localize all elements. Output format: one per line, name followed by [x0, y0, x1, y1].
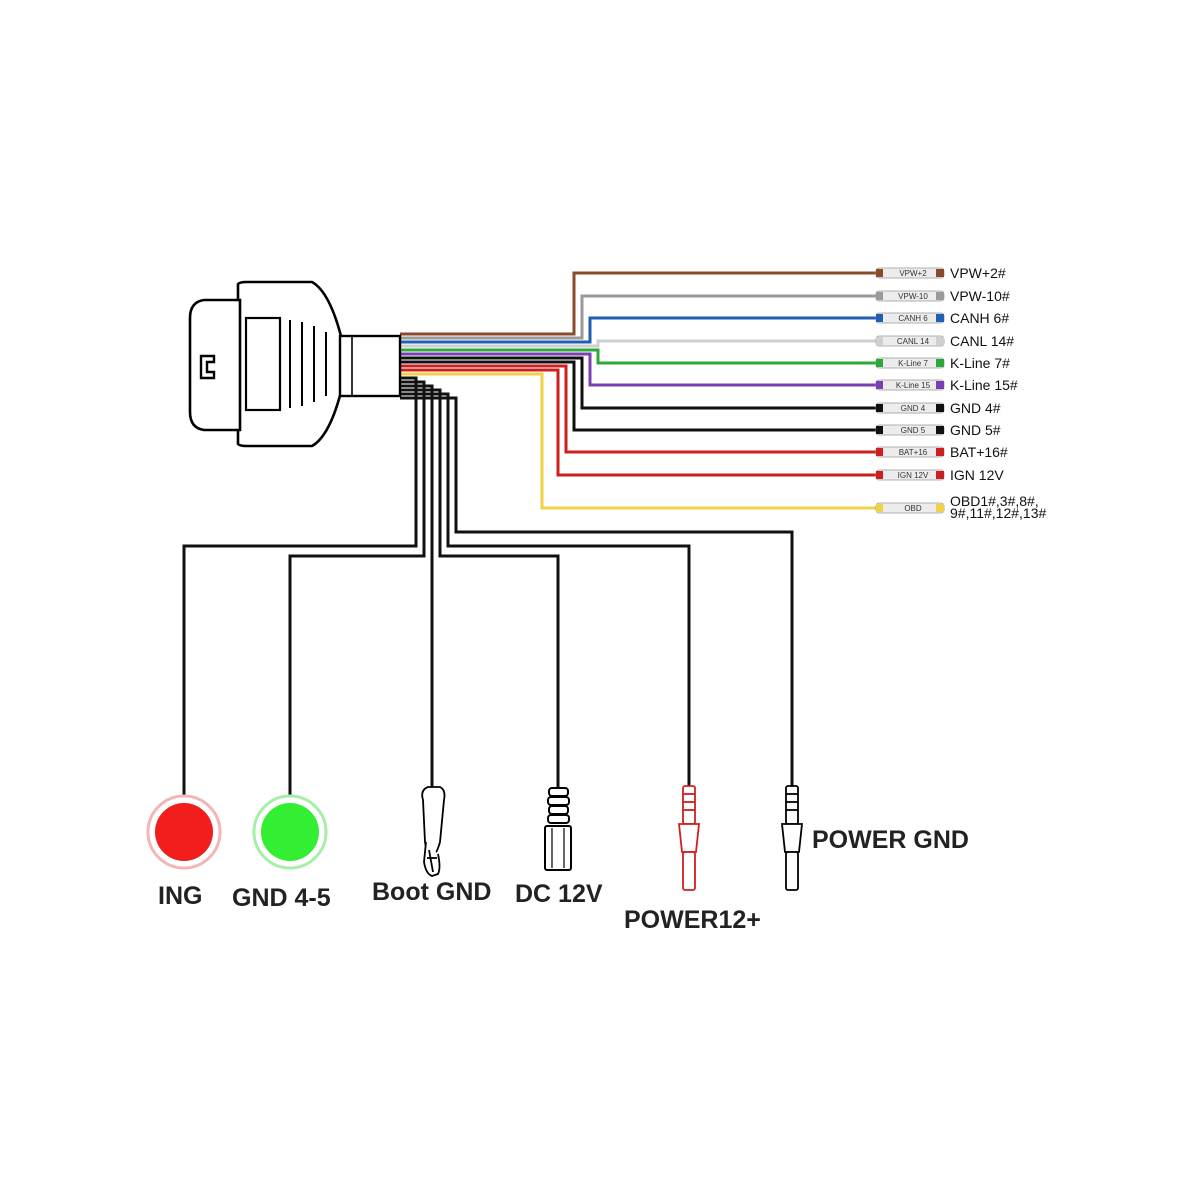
red-indicator-fill	[155, 803, 213, 861]
terminal-label-boot-gnd: Boot GND	[372, 878, 491, 906]
pin-color-tip	[936, 381, 944, 389]
pin-color-band	[876, 471, 883, 479]
terminal-label-power-gnd: POWER GND	[812, 826, 969, 854]
pin-color-tip	[936, 404, 944, 412]
wire-6	[400, 356, 876, 410]
pin-color-band	[876, 448, 883, 456]
pin-terminal-list: VPW+2 VPW+2# VPW-10 VPW-10# CANH 6 CANH 6# CAN…	[875, 265, 1046, 521]
pin-color-band	[876, 269, 883, 277]
pin-label: VPW+2#	[950, 265, 1006, 281]
pin-color-band	[876, 404, 883, 412]
pin-tag: CANH 6	[898, 314, 928, 323]
pin-tag: GND 5	[901, 426, 926, 435]
terminal-wire-1	[288, 380, 426, 796]
pin-color-tip	[936, 314, 944, 322]
pin-label: K-Line 7#	[950, 355, 1010, 371]
terminal-row: ING GND 4-5 Boot GND DC 12V POWER12+ POW…	[146, 785, 969, 934]
green-indicator-fill	[261, 803, 319, 861]
wire-2	[400, 316, 876, 344]
wire-10	[400, 372, 876, 510]
pin-tag: K-Line 15	[896, 381, 931, 390]
terminal-wire-0	[182, 376, 418, 796]
terminal-wire-3	[400, 388, 560, 788]
pin-color-tip	[936, 337, 944, 345]
terminal-label-power12: POWER12+	[624, 906, 761, 934]
pin-tag: IGN 12V	[898, 471, 929, 480]
dc-jack-icon	[544, 787, 572, 871]
pin-color-band	[876, 504, 883, 512]
pin-label: OBD1#,3#,8#,	[950, 493, 1039, 509]
wire-4	[400, 348, 876, 365]
terminal-label-ing: ING	[158, 882, 202, 910]
black-probe-icon	[780, 785, 804, 891]
pin-tag: K-Line 7	[898, 359, 928, 368]
pin-label: K-Line 15#	[950, 377, 1018, 393]
pin-color-tip	[936, 504, 944, 512]
pin-tag: CANL 14	[897, 337, 930, 346]
pin-label: BAT+16#	[950, 444, 1008, 460]
pin-color-tip	[936, 292, 944, 300]
pin-tag: VPW-10	[898, 292, 928, 301]
wire-1	[400, 294, 876, 340]
pin-color-band	[876, 337, 883, 345]
obd-connector-icon	[188, 280, 402, 448]
terminal-wire-5	[400, 396, 794, 786]
pin-color-band	[876, 381, 883, 389]
pin-label: GND 4#	[950, 400, 1001, 416]
pin-color-tip	[936, 426, 944, 434]
pin-label-line2: 9#,11#,12#,13#	[950, 505, 1046, 521]
wire-harness	[182, 271, 876, 796]
pin-tag: BAT+16	[899, 448, 928, 457]
alligator-clip-icon	[421, 786, 446, 877]
pin-color-band	[876, 292, 883, 300]
pin-color-band	[876, 426, 883, 434]
pin-color-band	[876, 359, 883, 367]
pin-color-band	[876, 314, 883, 322]
pin-color-tip	[936, 269, 944, 277]
pin-tag: VPW+2	[899, 269, 927, 278]
wire-8	[400, 364, 876, 454]
pin-label: CANL 14#	[950, 333, 1014, 349]
wire-3	[400, 339, 876, 348]
pin-label: VPW-10#	[950, 288, 1010, 304]
pin-label: IGN 12V	[950, 467, 1004, 483]
pin-color-tip	[936, 359, 944, 367]
pin-color-tip	[936, 448, 944, 456]
wire-7	[400, 360, 876, 432]
terminal-label-gnd45: GND 4-5	[232, 884, 331, 912]
pin-label: GND 5#	[950, 422, 1001, 438]
terminal-wire-4	[400, 392, 691, 786]
red-probe-icon	[677, 785, 701, 891]
pin-color-tip	[936, 471, 944, 479]
pin-label: CANH 6#	[950, 310, 1009, 326]
wire-9	[400, 368, 876, 477]
wire-0	[400, 271, 876, 336]
pin-tag: GND 4	[901, 404, 926, 413]
terminal-label-dc12v: DC 12V	[515, 880, 603, 908]
pin-tag: OBD	[904, 504, 922, 513]
wire-5	[400, 352, 876, 387]
terminal-wire-2	[400, 384, 434, 787]
